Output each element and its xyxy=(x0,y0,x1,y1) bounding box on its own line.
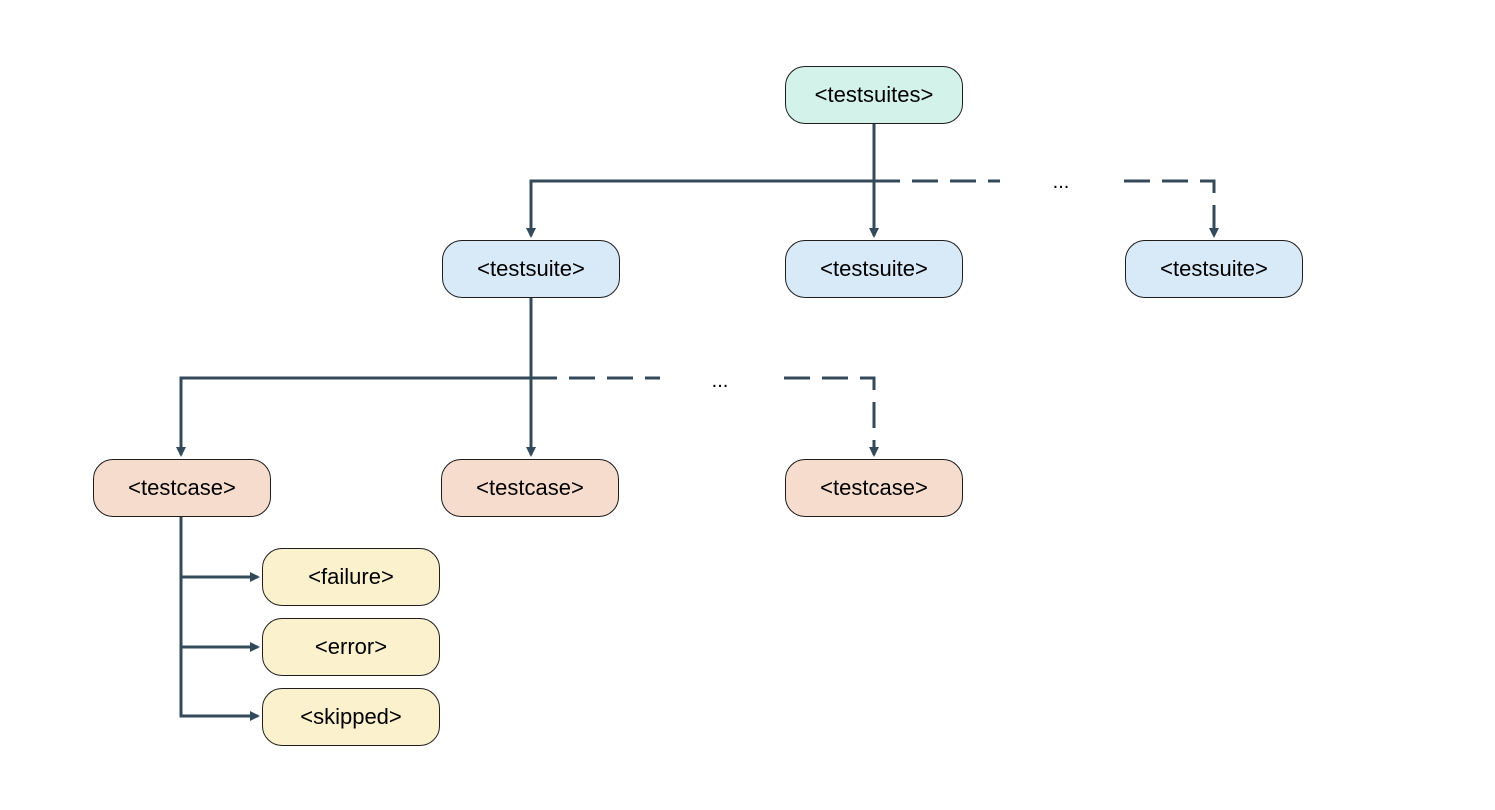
connector-root-to-suite-3-dashed xyxy=(874,179,1214,236)
testcase-node-2: <testcase> xyxy=(441,459,619,517)
testcase-node-1: <testcase> xyxy=(93,459,271,517)
connector-root-to-suite-1 xyxy=(526,124,876,238)
testsuite-node-3: <testsuite> xyxy=(1125,240,1303,298)
error-node: <error> xyxy=(262,618,440,676)
failure-node: <failure> xyxy=(262,548,440,606)
suites-ellipsis: ... xyxy=(1052,171,1070,193)
connector-testcase-to-skipped xyxy=(179,647,260,721)
testsuite-node-2: <testsuite> xyxy=(785,240,963,298)
testsuite-node-1: <testsuite> xyxy=(442,240,620,298)
testcases-ellipsis: ... xyxy=(711,370,729,392)
skipped-node: <skipped> xyxy=(262,688,440,746)
connector-suite-to-testcase-3-dashed xyxy=(531,376,874,455)
connector-testcase-to-error xyxy=(179,577,260,652)
testcase-node-3: <testcase> xyxy=(785,459,963,517)
connector-testcase-to-failure xyxy=(179,517,260,582)
testsuites-node: <testsuites> xyxy=(785,66,963,124)
connector-suite-to-testcase-1 xyxy=(176,298,533,457)
